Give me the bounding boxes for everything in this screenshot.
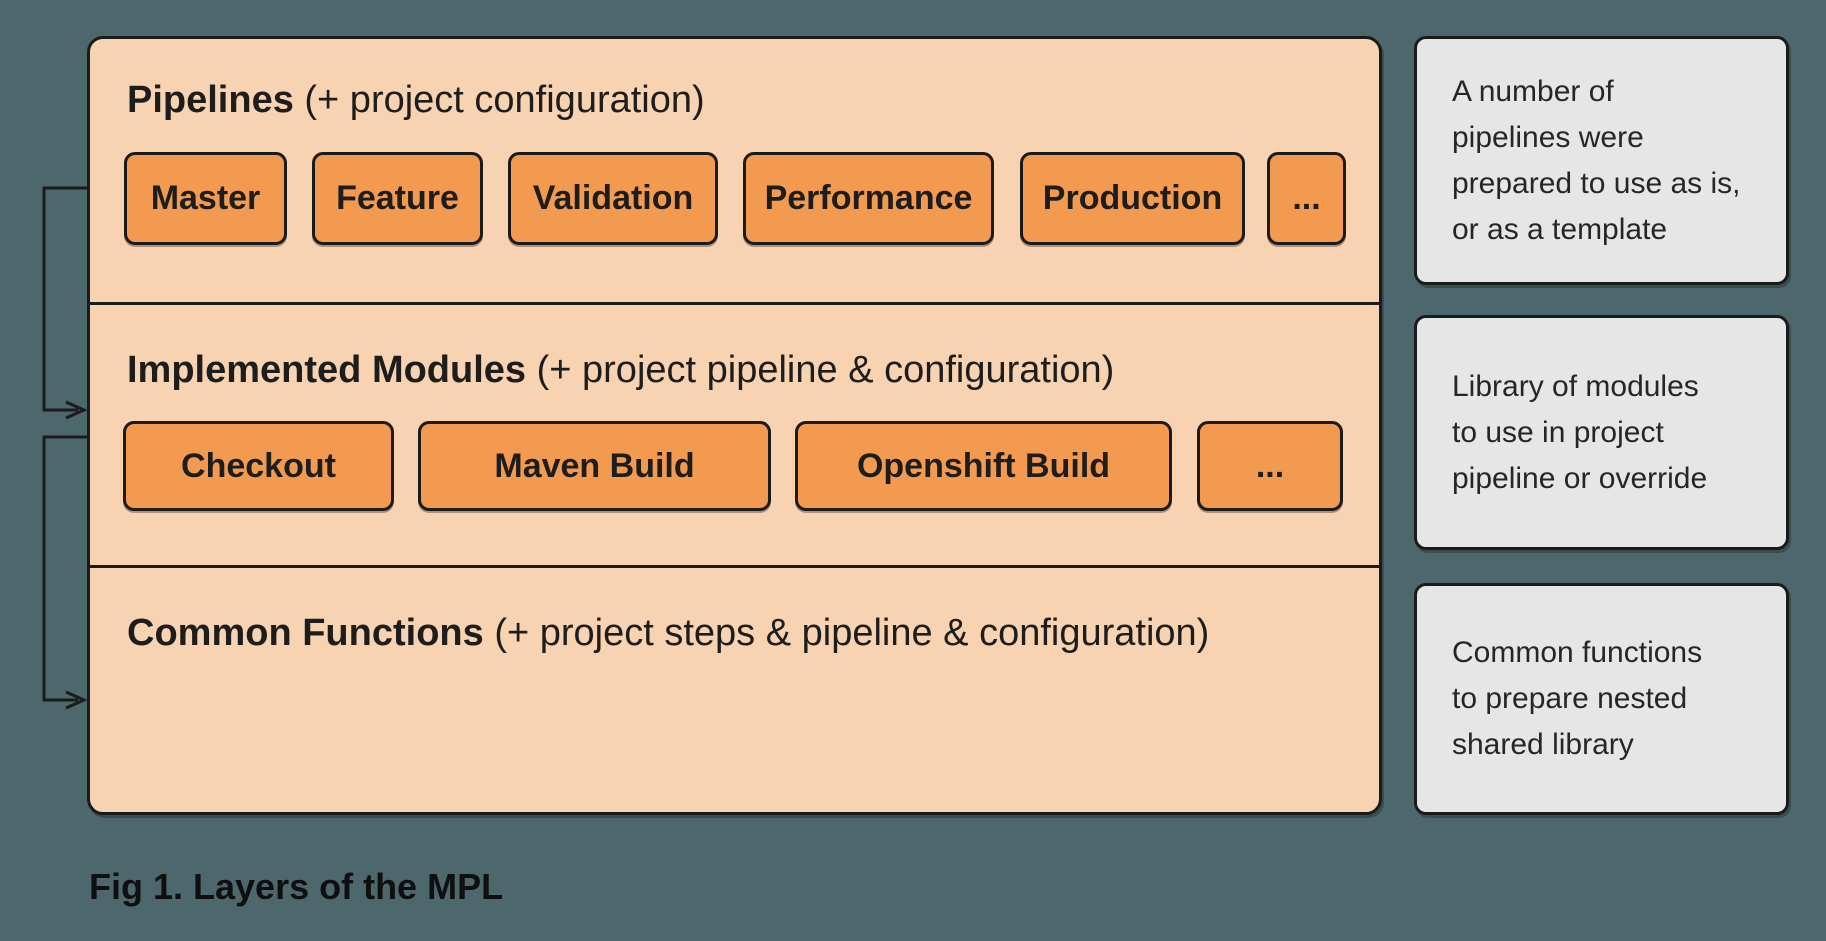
pipeline-block-validation: Validation (508, 152, 718, 245)
annotation-line: Common functions (1452, 636, 1703, 669)
layer-title-common-functions-bold: Common Functions (127, 612, 484, 654)
annotation-card-modules: Library of modules to use in project pip… (1414, 315, 1789, 550)
annotation-line: or as a template (1452, 212, 1668, 246)
arrow-head-functions-icon (65, 690, 88, 710)
layer-title-common-functions-rest: (+ project steps & pipeline & configurat… (483, 612, 1210, 654)
arrow-modules-to-functions-icon (42, 435, 87, 702)
divider-modules-functions (90, 565, 1379, 568)
annotation-line: pipeline or override (1452, 461, 1708, 495)
module-block-ellipsis: ... (1197, 421, 1343, 511)
annotation-card-pipelines: A number of pipelines were prepared to u… (1414, 36, 1789, 285)
module-block-maven-build: Maven Build (418, 421, 771, 511)
annotation-line: to use in project (1452, 415, 1664, 449)
pipeline-block-performance: Performance (743, 152, 994, 245)
arrow-head-modules-icon (65, 400, 88, 420)
module-block-checkout: Checkout (123, 421, 394, 511)
annotation-line: Library of modules (1452, 369, 1699, 403)
layer-title-implemented-modules: Implemented Modules (+ project pipeline … (127, 347, 1114, 393)
annotation-line: shared library (1452, 728, 1634, 761)
layer-title-pipelines: Pipelines (+ project configuration) (127, 77, 705, 123)
annotation-line: pipelines were (1452, 120, 1644, 154)
figure-caption: Fig 1. Layers of the MPL (89, 866, 504, 907)
annotation-card-functions: Common functions to prepare nested share… (1414, 583, 1789, 815)
pipeline-block-master: Master (124, 152, 287, 245)
module-block-openshift-build: Openshift Build (795, 421, 1172, 511)
pipeline-block-ellipsis: ... (1267, 152, 1346, 245)
divider-pipelines-modules (90, 302, 1379, 305)
layer-title-pipelines-bold: Pipelines (127, 79, 294, 121)
pipeline-block-feature: Feature (312, 152, 483, 245)
layer-title-implemented-modules-rest: (+ project pipeline & configuration) (526, 349, 1115, 391)
arrow-pipelines-to-modules-icon (42, 186, 87, 412)
annotation-line: to prepare nested (1452, 682, 1688, 715)
annotation-line: A number of (1452, 74, 1614, 108)
pipeline-block-production: Production (1020, 152, 1245, 245)
layer-title-implemented-modules-bold: Implemented Modules (127, 349, 527, 391)
layer-title-common-functions: Common Functions (+ project steps & pipe… (127, 610, 1209, 656)
annotation-line: prepared to use as is, (1452, 166, 1741, 200)
layer-title-pipelines-rest: (+ project configuration) (293, 79, 705, 121)
